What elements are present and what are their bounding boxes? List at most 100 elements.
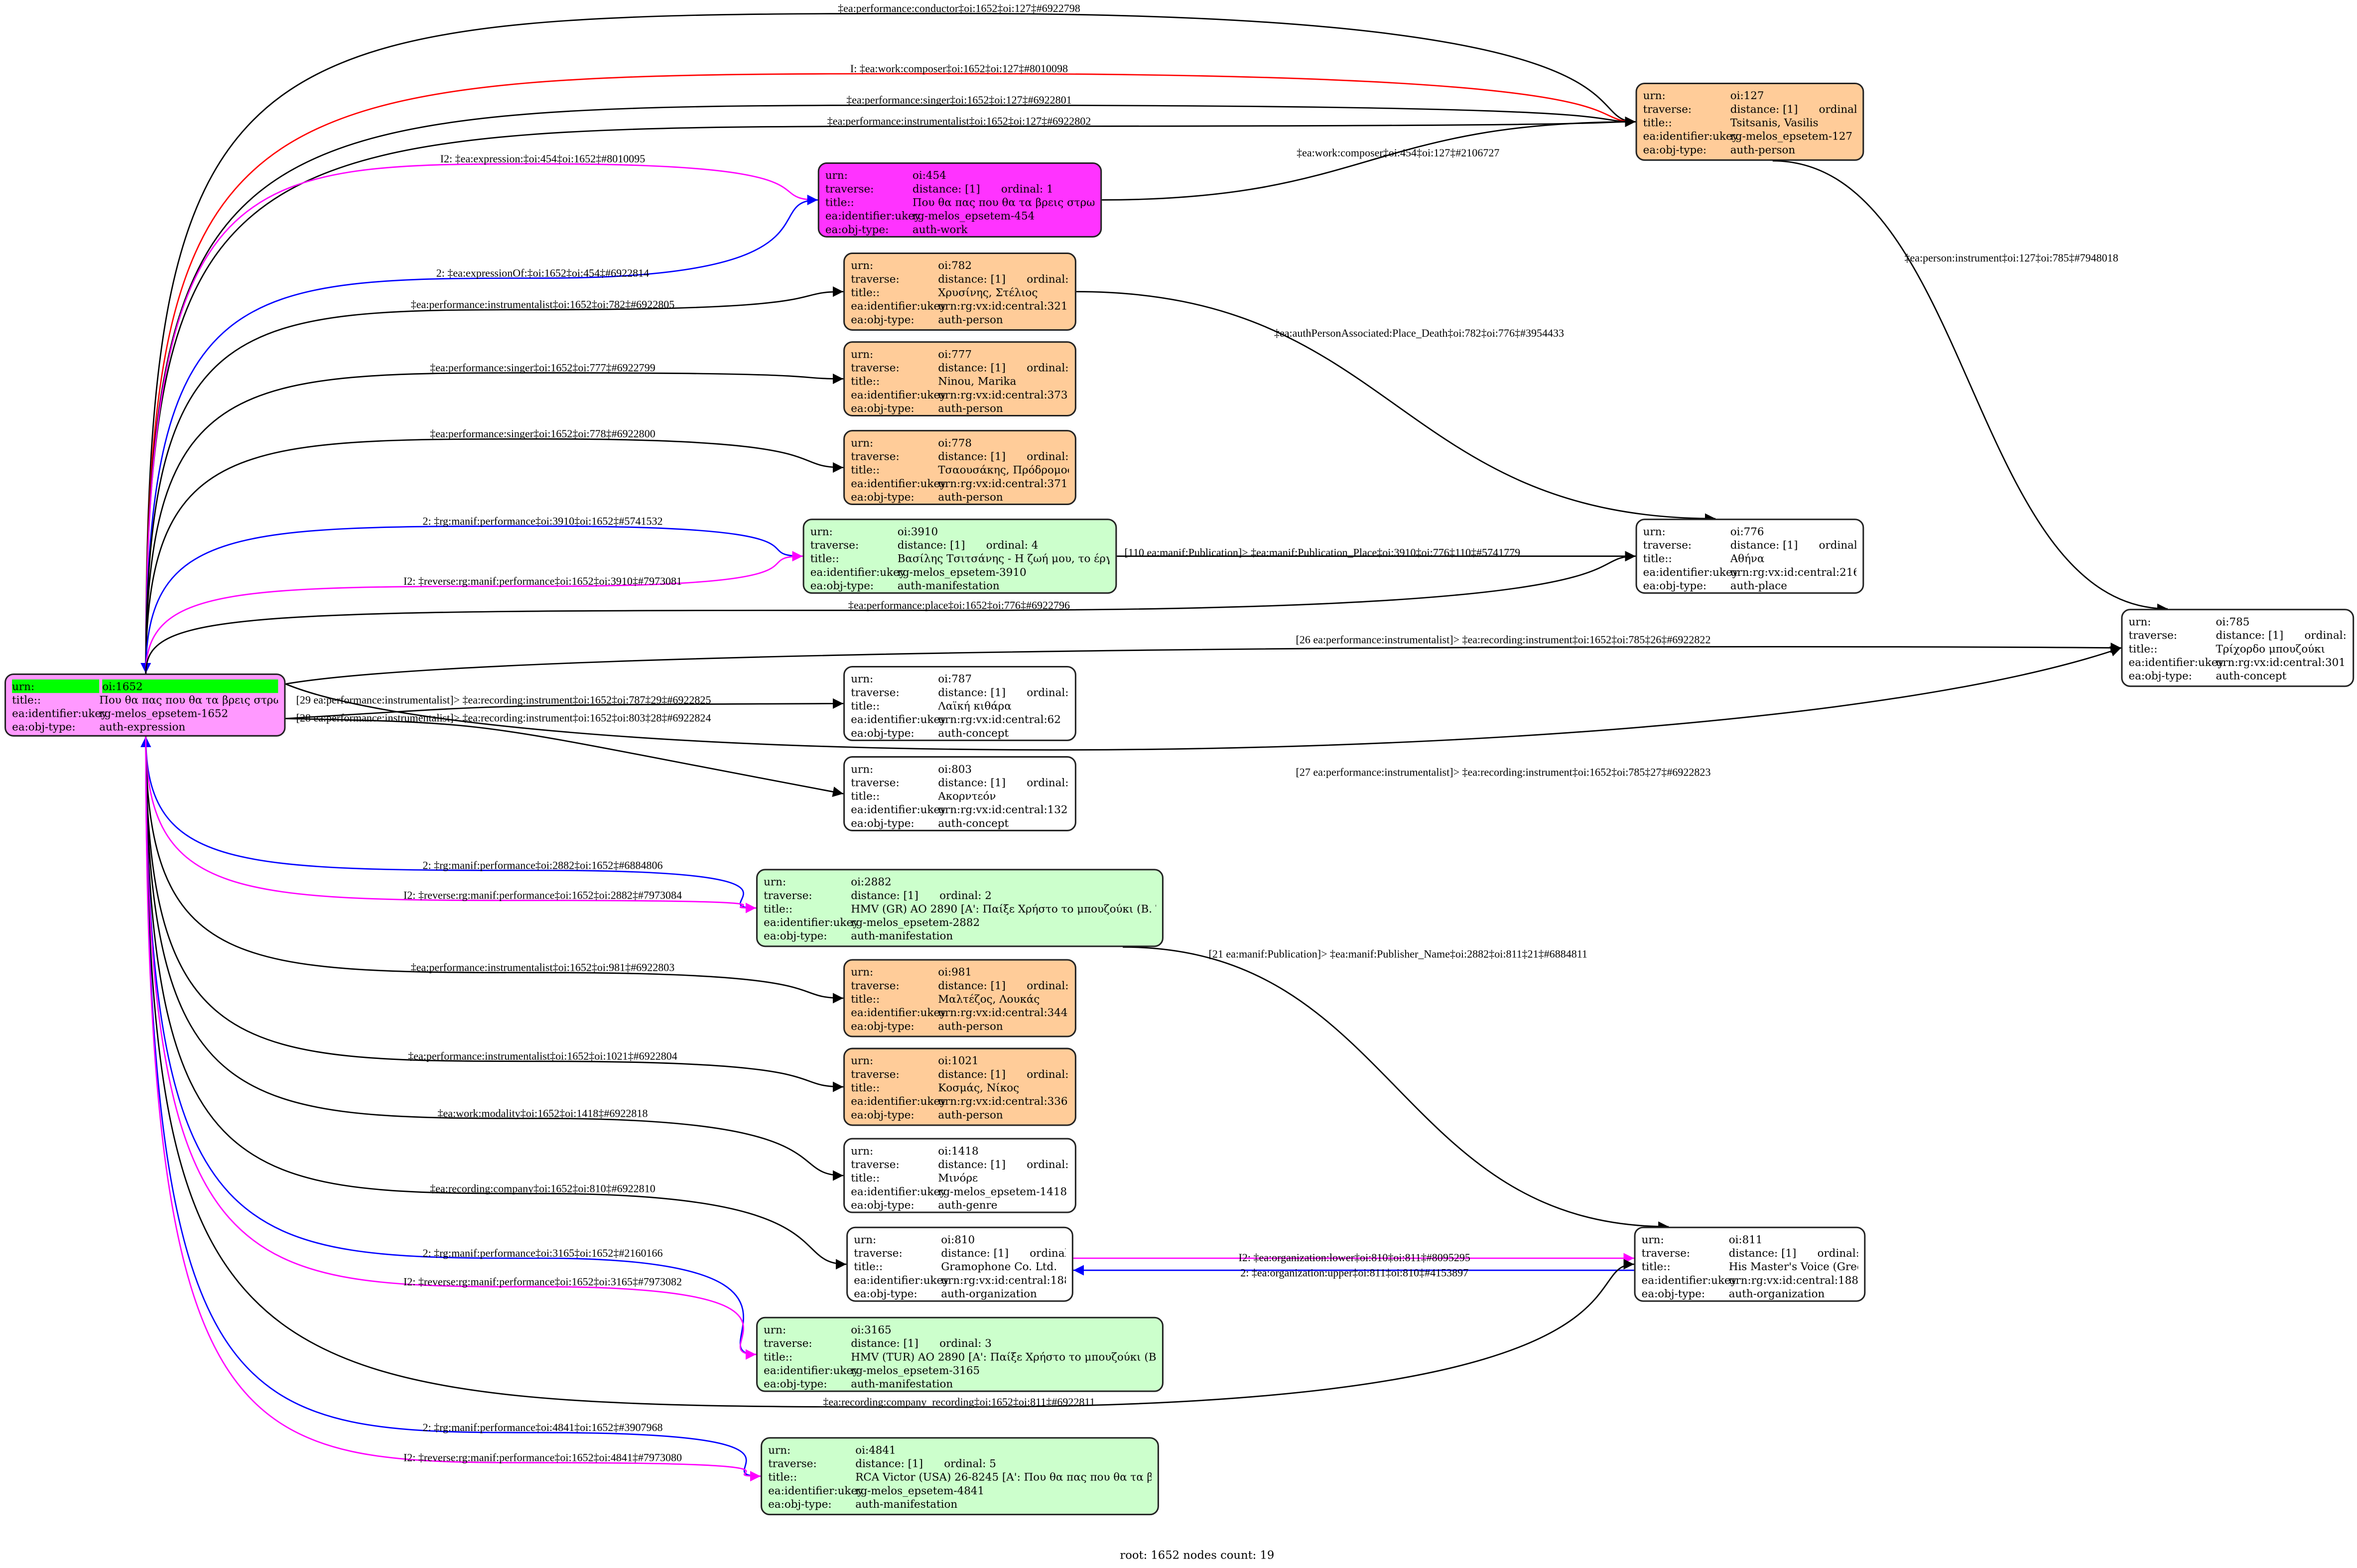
edge-1652-803 [285, 718, 844, 797]
edge-label: [28 ea:performance:instrumentalist]> ‡ea… [296, 712, 711, 724]
field-ukey-value: urn:rg:vx:id:central:371 [938, 477, 1068, 491]
node-row-title: title::Ακορντεόν [851, 789, 1069, 803]
field-key: urn: [851, 259, 874, 272]
ordinal-value: ordinal: 2 [939, 888, 992, 903]
ordinal-value: ordinal: 14 [1027, 1067, 1069, 1081]
field-urn-value: oi:782 [938, 259, 972, 272]
field-type-value: auth-concept [2216, 669, 2287, 683]
field-key: ea:obj-type: [851, 1198, 915, 1212]
node-row-urn: urn:oi:787 [851, 672, 1069, 685]
field-key: ea:identifier:ukey [768, 1484, 864, 1498]
edge-label: I2: ‡reverse:rg:manif:performance‡oi:165… [403, 575, 682, 587]
distance-value: distance: [1] [938, 1158, 1006, 1172]
ordinal-value: ordinal: 6 [1819, 538, 1857, 552]
traverse-value: distance: [1]ordinal: 11 [938, 361, 1069, 375]
traverse-value: distance: [1]ordinal: 18 [938, 685, 1069, 699]
distance-value: distance: [1] [938, 776, 1006, 789]
distance-value: distance: [1] [1728, 1246, 1797, 1260]
field-key: traverse: [764, 1336, 812, 1350]
node-row-urn: urn:oi:1652 [12, 679, 278, 693]
field-key: ea:identifier:ukey [1643, 130, 1738, 143]
traverse-value: distance: [1]ordinal: 2 [851, 889, 1156, 902]
field-key: traverse: [854, 1246, 903, 1260]
field-key: ea:obj-type: [1641, 1287, 1705, 1301]
edge-label: ‡ea:performance:instrumentalist‡oi:1652‡… [411, 298, 675, 311]
distance-value: distance: [1] [2216, 628, 2284, 642]
field-ukey-value: urn:rg:vx:id:central:132 [938, 803, 1068, 817]
field-urn-value: oi:4841 [855, 1443, 896, 1457]
field-key: title:: [851, 1171, 880, 1185]
edge-1652-785 [285, 646, 2121, 751]
edge-4841-1652 [140, 736, 761, 1477]
field-key: ea:identifier:ukey [764, 915, 859, 929]
edge-label: I2: ‡ea:expression:‡oi:454‡oi:1652‡#8010… [440, 152, 646, 165]
node-row-urn: urn:oi:1021 [851, 1054, 1069, 1067]
traverse-value: distance: [1]ordinal: 15 [938, 272, 1069, 286]
edge-1652-4841 [145, 736, 761, 1482]
field-type-value: auth-organization [941, 1287, 1037, 1301]
field-key: ea:identifier:ukey [851, 388, 946, 402]
field-urn-value: oi:777 [938, 347, 972, 361]
field-title-value: Αθήνα [1730, 552, 1765, 566]
field-urn-value: oi:981 [938, 965, 972, 979]
field-urn-value: oi:2882 [851, 875, 892, 889]
node-row-title: title::Tsitsanis, Vasilis [1643, 116, 1857, 130]
edge-1652-127 [145, 12, 1636, 674]
distance-value: distance: [1] [938, 979, 1006, 993]
field-key: ea:identifier:ukey [825, 209, 920, 223]
edge-label: ‡ea:person:instrument‡oi:127‡oi:785‡#794… [1904, 252, 2118, 264]
field-ukey-value: urn:rg:vx:id:central:321 [938, 299, 1068, 313]
edge-label: ‡ea:recording:company_recording‡oi:1652‡… [823, 1396, 1095, 1408]
field-key: title:: [851, 463, 880, 477]
field-key: ea:identifier:ukey [1641, 1274, 1737, 1288]
field-key: title:: [2128, 642, 2158, 656]
node-row-traverse: traverse:distance: [1]ordinal: 5 [768, 1457, 1152, 1470]
traverse-value: distance: [1]ordinal: 13 [938, 979, 1069, 992]
edge-label: [21 ea:manif:Publication]> ‡ea:manif:Pub… [1209, 947, 1587, 960]
node-row-urn: urn:oi:803 [851, 762, 1069, 776]
node-row-title: title::Λαϊκή κιθάρα [851, 699, 1069, 713]
field-urn-value: oi:3910 [897, 524, 938, 538]
field-key: title:: [851, 285, 880, 300]
field-key: urn: [764, 1322, 786, 1337]
node-row-type: ea:obj-type:auth-concept [2128, 669, 2347, 683]
field-key: traverse: [851, 1067, 900, 1081]
field-key: title:: [810, 552, 839, 566]
node-row-traverse: traverse:distance: [1]ordinal: 11 [851, 361, 1069, 375]
edge-1652-127 [145, 73, 1636, 674]
node-row-type: ea:obj-type:auth-concept [851, 727, 1069, 740]
edge-1652-2882 [145, 736, 757, 914]
edge-label: 2: ‡rg:manif:performance‡oi:3910‡oi:1652… [422, 515, 662, 527]
node-row-urn: urn:oi:3910 [810, 524, 1110, 538]
traverse-value: distance: [1]ordinal: 7 [1730, 103, 1857, 116]
field-key: urn: [851, 762, 874, 776]
field-ukey-value: rg-melos_epsetem-3165 [851, 1364, 980, 1378]
field-key: title:: [1641, 1260, 1671, 1274]
node-row-type: ea:obj-type:auth-expression [12, 720, 278, 734]
field-key: urn: [851, 965, 874, 979]
field-urn-value: oi:1021 [938, 1053, 979, 1067]
